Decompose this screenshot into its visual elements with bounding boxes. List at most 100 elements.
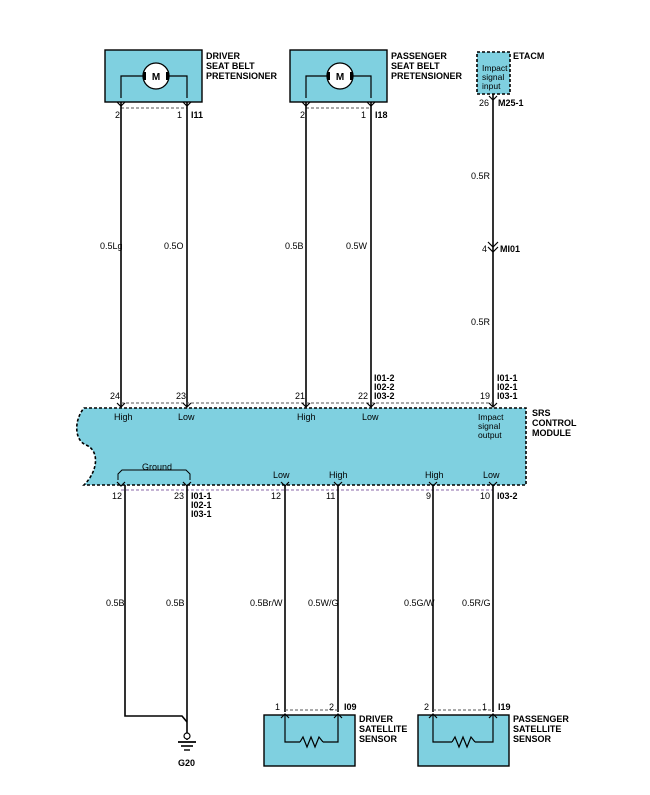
psat-pin-1: 1 [482, 702, 487, 712]
passenger-pret-connector: I18 [375, 110, 388, 120]
srs-top-pin-23: 23 [176, 391, 186, 401]
terminal-sensor-2 [428, 713, 438, 719]
srs-port-dsat-low: Low [273, 470, 290, 480]
wire-label-etacm-upper: 0.5R [471, 171, 491, 181]
srs-impact-output-3: output [478, 430, 502, 440]
srs-top-pin-19: 19 [480, 391, 490, 401]
driver-satellite-sensor: 1 2 I09 DRIVER SATELLITE SENSOR [263, 702, 407, 767]
terminal-srs-top-1 [182, 402, 192, 408]
psat-label-3: SENSOR [513, 734, 552, 744]
passenger-pret-pin-1: 1 [361, 110, 366, 120]
wire-ground-a [124, 485, 188, 723]
etacm: Impact signal input ETACM 26 M25-1 [476, 51, 544, 108]
srs-bottom-pin-10: 10 [480, 491, 490, 501]
mi01-connector: MI01 [500, 244, 520, 254]
srs-bottom-pin-11: 11 [326, 491, 335, 501]
wire-label-drv-hi: 0.5Lg [100, 241, 123, 251]
driver-pret-pin-1: 1 [177, 110, 182, 120]
srs-top-connector-a-3: I03-2 [374, 391, 395, 401]
srs-top-connector-a-2: I02-2 [374, 382, 395, 392]
srs-impact-output-1: Impact [478, 412, 504, 422]
driver-pretensioner-label-1: DRIVER [206, 51, 241, 61]
psat-resistor-icon [451, 735, 476, 749]
srs-top-connector-b-1: I01-1 [497, 373, 518, 383]
dsat-connector: I09 [344, 702, 357, 712]
terminal-srs-top-3 [366, 402, 376, 408]
srs-bottom-pin-9: 9 [426, 491, 431, 501]
lower-wires: 0.5B 0.5B 0.5Br/W 0.5W/G 0.5G/W 0.5R/G [106, 485, 494, 740]
srs-port-ground: Ground [142, 462, 172, 472]
etacm-port-2: signal [482, 72, 504, 82]
srs-port-psat-low: Low [483, 470, 500, 480]
wire-label-dsat-hi: 0.5W/G [308, 598, 339, 608]
dsat-label-3: SENSOR [359, 734, 398, 744]
passenger-pretensioner-label-1: PASSENGER [391, 51, 447, 61]
srs-label-2: CONTROL [532, 418, 577, 428]
dsat-pin-2: 2 [329, 702, 334, 712]
srs-label-1: SRS [532, 408, 551, 418]
srs-label-3: MODULE [532, 428, 571, 438]
wire-label-gnd-a: 0.5B [106, 598, 125, 608]
srs-top-pin-21: 21 [295, 391, 305, 401]
srs-bottom-pin-12b: 12 [271, 491, 281, 501]
srs-bottom-pin-12a: 12 [112, 491, 122, 501]
psat-connector: I19 [498, 702, 511, 712]
terminal-top-2 [301, 101, 311, 107]
wire-label-dsat-lo: 0.5Br/W [250, 598, 283, 608]
srs-control-module: 24 23 21 22 19 I01-2 I02-2 I03-2 I01-1 I… [75, 373, 577, 519]
wire-label-pas-lo: 0.5W [346, 241, 368, 251]
wire-label-etacm-lower: 0.5R [471, 317, 491, 327]
srs-impact-output-2: signal [478, 421, 500, 431]
etacm-port-3: input [482, 81, 501, 91]
ground-junction-icon [183, 732, 191, 740]
dsat-pin-1: 1 [275, 702, 280, 712]
terminal-sensor-0 [280, 713, 290, 719]
driver-pretensioner-label-3: PRETENSIONER [206, 71, 278, 81]
srs-bottom-connector-a-2: I02-1 [191, 500, 212, 510]
srs-port-driver-high: High [114, 412, 133, 422]
terminal-srs-bottom-4 [428, 481, 438, 487]
driver-pretensioner-label-2: SEAT BELT [206, 61, 255, 71]
wire-label-gnd-b: 0.5B [166, 598, 185, 608]
mi01-connector-icon [487, 241, 499, 248]
passenger-satellite-sensor: 2 1 I19 PASSENGER SATELLITE SENSOR [417, 702, 569, 767]
srs-top-pin-24: 24 [110, 391, 120, 401]
srs-top-connector-b-3: I03-1 [497, 391, 518, 401]
terminal-srs-bottom-0 [116, 481, 126, 487]
psat-pin-2: 2 [424, 702, 429, 712]
srs-port-psat-high: High [425, 470, 444, 480]
mi01-pin: 4 [482, 244, 487, 254]
psat-label-1: PASSENGER [513, 714, 569, 724]
driver-pret-connector: I11 [191, 110, 203, 120]
passenger-pret-pin-2: 2 [300, 110, 305, 120]
terminal-srs-bottom-2 [280, 481, 290, 487]
etacm-pin: 26 [479, 98, 489, 108]
terminal-sensor-1 [333, 713, 343, 719]
terminal-top-3 [366, 101, 376, 107]
wire-label-drv-lo: 0.5O [164, 241, 184, 251]
terminal-etacm [488, 95, 498, 101]
dsat-label-2: SATELLITE [359, 724, 407, 734]
passenger-pretensioner-label-2: SEAT BELT [391, 61, 440, 71]
srs-port-passenger-high: High [297, 412, 316, 422]
dsat-resistor-icon [299, 735, 324, 749]
srs-top-connector-b-2: I02-1 [497, 382, 518, 392]
srs-bottom-pin-23: 23 [174, 491, 184, 501]
srs-port-driver-low: Low [178, 412, 195, 422]
terminal-sensor-3 [488, 713, 498, 719]
srs-top-pin-22: 22 [358, 391, 368, 401]
srs-module-box [75, 407, 527, 486]
terminal-top-0 [116, 101, 126, 107]
etacm-box [476, 51, 511, 95]
passenger-pretensioner: M PASSENGER SEAT BELT PRETENSIONER 2 1 I… [289, 49, 463, 120]
terminal-srs-top-2 [301, 402, 311, 408]
etacm-label: ETACM [513, 51, 544, 61]
wire-label-psat-lo: 0.5R/G [462, 598, 491, 608]
passenger-motor-label: M [336, 72, 344, 83]
terminal-srs-bottom-3 [333, 481, 343, 487]
driver-pretensioner: M DRIVER SEAT BELT PRETENSIONER 2 1 I11 [104, 49, 278, 120]
srs-bottom-connector-a-1: I01-1 [191, 491, 212, 501]
driver-motor-label: M [152, 72, 160, 83]
passenger-pretensioner-label-3: PRETENSIONER [391, 71, 463, 81]
srs-port-dsat-high: High [329, 470, 348, 480]
